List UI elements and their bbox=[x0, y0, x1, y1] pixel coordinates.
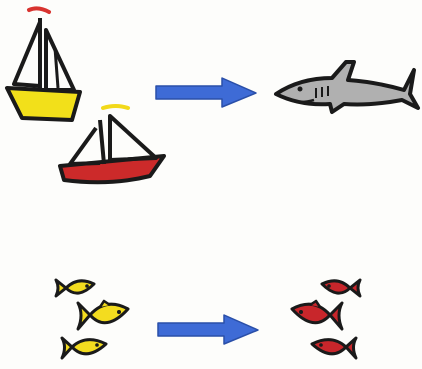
yellow-sailboat-icon bbox=[7, 8, 80, 120]
mast bbox=[100, 120, 104, 164]
rear-sail bbox=[46, 30, 74, 90]
red-fish-icon bbox=[322, 280, 360, 296]
red-fish-icon bbox=[312, 338, 356, 358]
yellow-fish-icon bbox=[78, 301, 128, 329]
yellow-hull bbox=[7, 88, 80, 120]
bottom-right-arrow-icon bbox=[158, 315, 258, 344]
shark-eye bbox=[298, 87, 303, 92]
rear-sail bbox=[110, 116, 156, 160]
shark-icon bbox=[276, 62, 418, 112]
front-sail bbox=[14, 22, 40, 86]
red-flag bbox=[29, 8, 49, 12]
top-right-arrow-icon bbox=[156, 78, 256, 107]
red-fish-icon bbox=[292, 301, 342, 329]
red-sailboat-icon bbox=[60, 106, 164, 182]
front-sail bbox=[70, 128, 100, 164]
yellow-flag bbox=[103, 106, 128, 108]
yellow-fish-icon bbox=[62, 338, 106, 358]
yellow-fish-icon bbox=[56, 280, 94, 296]
